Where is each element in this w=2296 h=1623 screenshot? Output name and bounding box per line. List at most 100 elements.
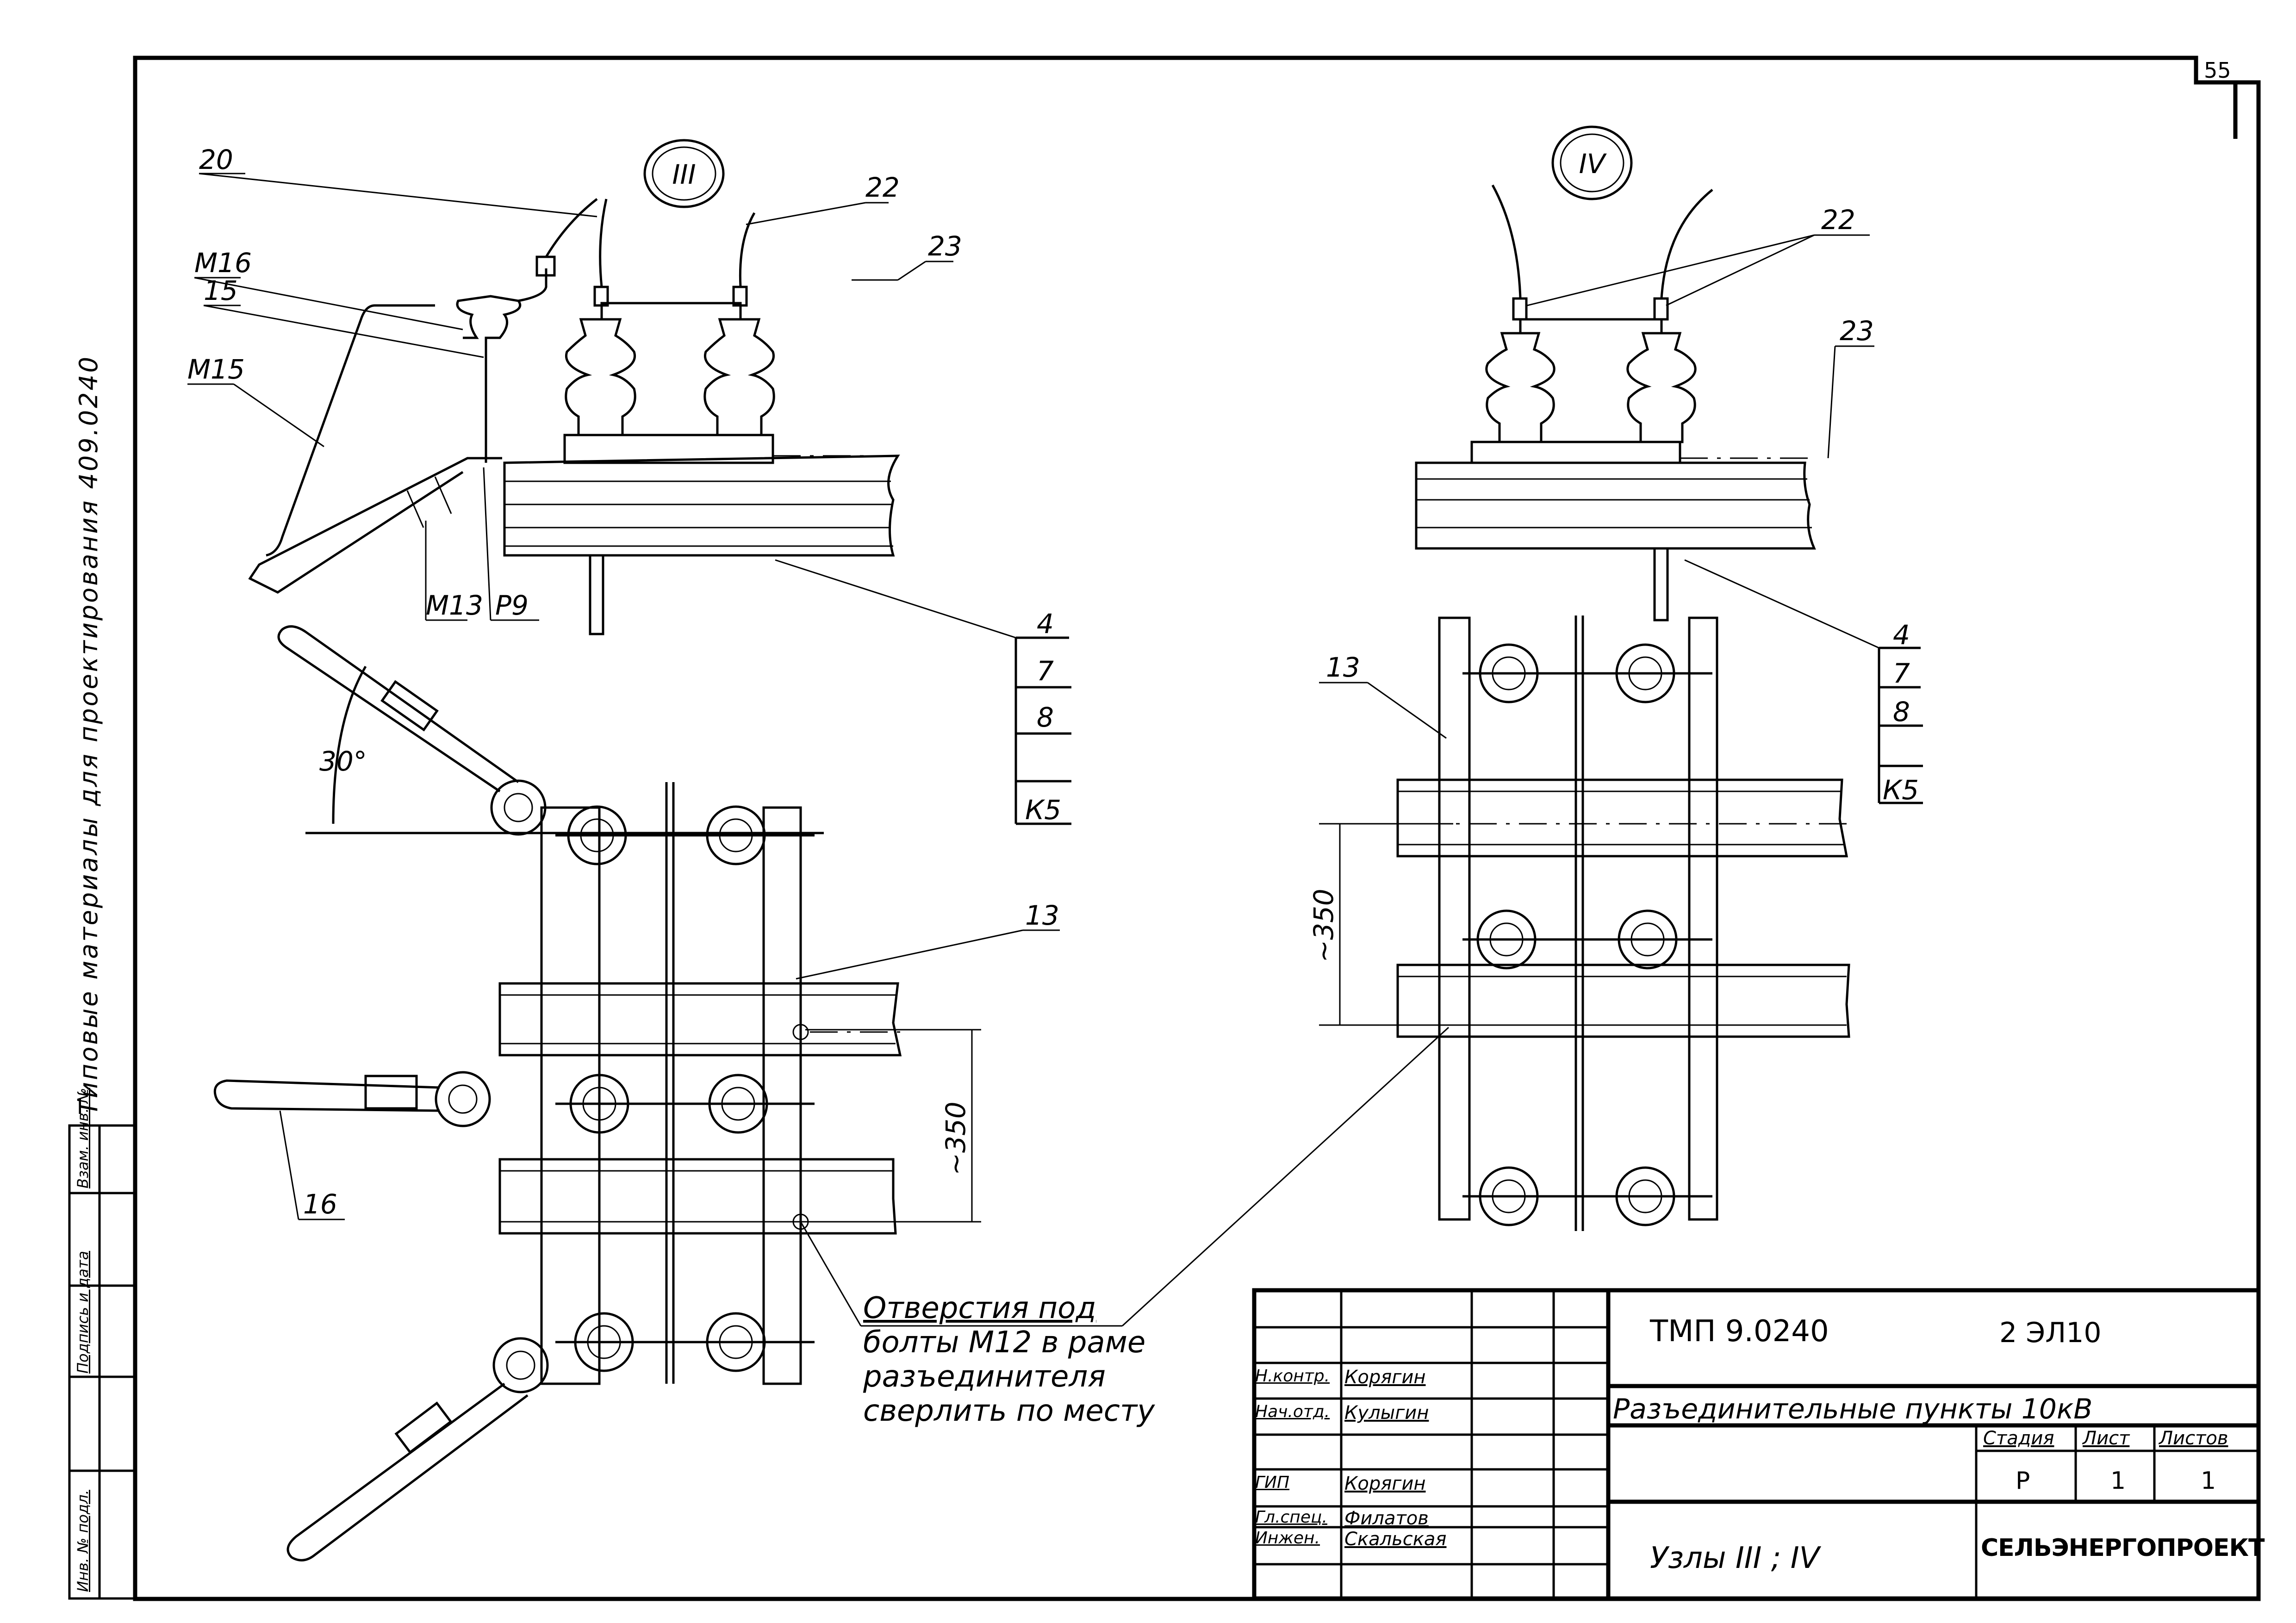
view-iii-plan: 30° ~350 13 16: [213, 625, 1060, 1561]
bracket-m13: [248, 457, 502, 594]
callout-22: 22: [865, 172, 900, 203]
callout-p9: Р9: [495, 590, 529, 621]
signature-role: Н.контр.: [1255, 1367, 1330, 1386]
beam-iv-upper: [1396, 778, 1848, 858]
sheets-header: Листов: [2159, 1428, 2228, 1449]
stack-iv-4: 4: [1893, 619, 1910, 651]
lever-arm-middle: [213, 1071, 491, 1127]
crossarm-beam-iv: [1415, 461, 1816, 550]
clamp-22-iv-2: [1653, 297, 1669, 321]
stamp-field-signature-date: Подпись и дата: [74, 1250, 92, 1374]
frame-rail-left: [540, 806, 601, 1385]
signature-name: Скальская: [1344, 1529, 1447, 1550]
signature-name: Корягин: [1344, 1367, 1426, 1388]
stack-7: 7: [1037, 655, 1054, 687]
post-insulator-2: [703, 318, 775, 436]
stack-iv-8: 8: [1893, 696, 1910, 728]
stack-4: 4: [1037, 608, 1054, 640]
side-caption: Типовые материалы для проектирования 409…: [74, 354, 103, 1115]
signature-name: Кулыгин: [1344, 1402, 1429, 1424]
organization-name: СЕЛЬЭНЕРГОПРОЕКТ: [1981, 1534, 2265, 1562]
callout-20: 20: [199, 144, 233, 175]
crossarm-beam: [503, 454, 900, 557]
node-marker-iii: [643, 139, 725, 208]
note-line-4: сверлить по месту: [863, 1394, 1155, 1428]
stage-value: Р: [2016, 1467, 2030, 1495]
frame-iv-rail-left: [1438, 616, 1471, 1221]
lever-arm-bottom: [286, 1337, 549, 1561]
sheets-value: 1: [2201, 1467, 2216, 1495]
disconnector-base: [563, 434, 774, 464]
view-iii-callouts: 20 М16 15 М15 М13 Р9 22 23: [187, 144, 1071, 826]
callout-15: 15: [204, 275, 238, 306]
wire-iv-1: [1491, 184, 1522, 299]
insulator-pair-bottom: [555, 1312, 815, 1372]
callout-m15: М15: [187, 354, 245, 385]
insulator-pair-iv-top: [1462, 643, 1712, 703]
signature-name: Корягин: [1344, 1473, 1426, 1494]
post-insulator-iv-1: [1485, 332, 1556, 443]
note-line-3: разъединителя: [863, 1360, 1106, 1394]
sheet-code: 2 ЭЛ10: [1999, 1317, 2102, 1349]
node-marker-iv-label: IV: [1579, 148, 1607, 180]
drive-rod-m15: [266, 304, 435, 557]
view-iv-callouts: 22 23 4 7 8 К5: [1527, 204, 1923, 806]
wire-iv-2: [1660, 189, 1713, 299]
view-iv-elevation: IV: [1415, 125, 1816, 622]
stack-callout-iv: 4 7 8 К5: [1878, 619, 1923, 806]
insulator-15: [456, 295, 522, 463]
drawing-title: Разъединительные пункты 10кВ: [1613, 1393, 2093, 1425]
signature-name: Филатов: [1344, 1508, 1429, 1529]
drilling-note: Отверстия под болты М12 в раме разъедини…: [863, 1291, 1155, 1428]
callout-13-iv: 13: [1326, 652, 1360, 683]
stage-header: Стадия: [1983, 1428, 2054, 1449]
lever-arm-top: [277, 625, 547, 836]
signature-role: Гл.спец.: [1255, 1508, 1327, 1527]
insulator-pair-top: [555, 805, 815, 865]
callout-22-iv: 22: [1821, 204, 1855, 236]
insulator-pair-iv-middle: [1462, 909, 1712, 970]
node-marker-iv: [1551, 125, 1633, 200]
drawing-subtitle: Узлы III ; IV: [1650, 1541, 1820, 1575]
post-insulator-1: [565, 318, 636, 436]
callout-m16: М16: [194, 247, 252, 279]
dimension-label-iv: ~350: [1308, 889, 1339, 962]
angle-label-30: 30°: [319, 746, 367, 777]
angle-arc: [332, 665, 367, 824]
frame-iv-rail-right: [1688, 616, 1718, 1221]
signature-role: Инжен.: [1255, 1529, 1320, 1548]
insulator-pair-middle: [555, 1074, 815, 1134]
dimension-label: ~350: [940, 1101, 971, 1175]
stamp-field-replacement: Взам. инв. №: [74, 1088, 92, 1188]
sheet-value: 1: [2110, 1467, 2126, 1495]
callout-m13: М13: [426, 590, 483, 621]
node-marker-iii-label: III: [672, 159, 696, 190]
page-number: 55: [2204, 58, 2231, 83]
view-iv-plan: ~350 13: [861, 616, 1851, 1327]
frame-rail-right: [762, 806, 802, 1385]
stamp-field-original-inventory: Инв. № подл.: [74, 1490, 92, 1592]
contact-blade: [600, 302, 742, 319]
signature-role: Нач.отд.: [1255, 1402, 1330, 1421]
callout-13: 13: [1025, 900, 1059, 931]
beam-iv-lower: [1396, 964, 1850, 1038]
stack-k5: К5: [1025, 794, 1061, 826]
signature-role: ГИП: [1255, 1473, 1290, 1492]
insulator-pair-iv-bottom: [1462, 1166, 1712, 1226]
wire-2: [739, 212, 756, 287]
stack-8: 8: [1037, 702, 1054, 733]
dimension-350-iii: ~350: [805, 1029, 981, 1223]
clamp-22-iv-1: [1512, 297, 1528, 321]
beam-upper: [498, 982, 902, 1057]
stack-callout-iii: 4 7 8 К5: [1014, 608, 1071, 826]
stack-iv-k5: К5: [1883, 774, 1919, 806]
title-block: [1252, 1288, 2261, 1601]
callout-23-iv: 23: [1840, 315, 1874, 347]
dimension-350-iv: ~350: [1308, 823, 1453, 1026]
beam-lower: [498, 1158, 897, 1235]
post-insulator-iv-2: [1626, 332, 1697, 443]
sheet-header: Лист: [2083, 1428, 2130, 1449]
note-line-1: Отверстия под: [863, 1291, 1096, 1325]
view-iii-elevation: III: [248, 139, 900, 635]
